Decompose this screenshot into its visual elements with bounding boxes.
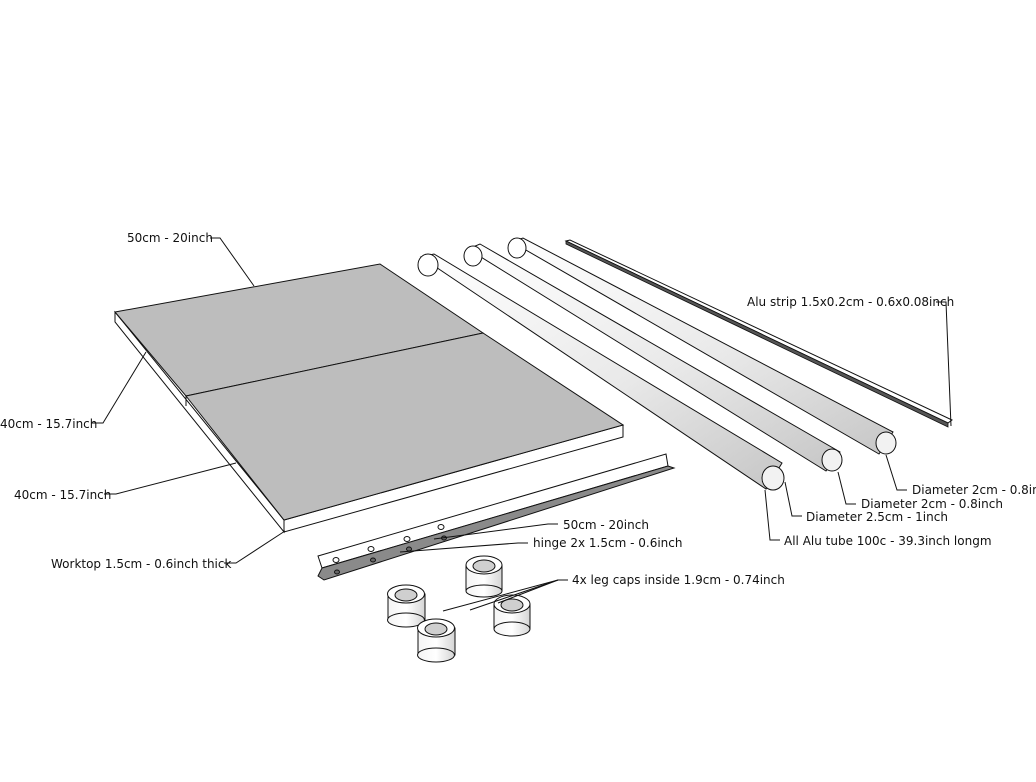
alu-tube-2 — [463, 243, 843, 472]
label-alu-strip: Alu strip 1.5x0.2cm - 0.6x0.08inch — [747, 295, 954, 309]
label-board-depth-2: 40cm - 15.7inch — [14, 488, 111, 502]
label-board-depth-1: 40cm - 15.7inch — [0, 417, 97, 431]
label-tube-diameter-c: Diameter 2.5cm - 1inch — [806, 510, 948, 524]
label-tube-length: All Alu tube 100c - 39.3inch longm — [784, 534, 992, 548]
leg-cap-3 — [493, 594, 531, 637]
label-tube-diameter-b: Diameter 2cm - 0.8inch — [861, 497, 1003, 511]
tube-3-end — [875, 431, 897, 455]
leg-cap-2 — [387, 584, 426, 628]
leg-cap-1 — [465, 555, 503, 598]
label-tube-diameter-a: Diameter 2cm - 0.8inch — [912, 483, 1036, 497]
label-hinge: hinge 2x 1.5cm - 0.6inch — [533, 536, 682, 550]
label-board-width: 50cm - 20inch — [127, 231, 213, 245]
worktop-board — [114, 263, 625, 534]
dimension-labels: 50cm - 20inch 40cm - 15.7inch 40cm - 15.… — [0, 231, 1036, 587]
tube-1-end — [761, 465, 785, 491]
alu-strip — [564, 239, 953, 428]
label-hinge-length: 50cm - 20inch — [563, 518, 649, 532]
alu-tube-1 — [417, 253, 785, 491]
leg-cap-4 — [417, 618, 456, 663]
hinge-holes — [332, 524, 447, 575]
tube-2-end — [821, 448, 843, 472]
leader-lines — [92, 237, 952, 612]
label-leg-caps: 4x leg caps inside 1.9cm - 0.74inch — [572, 573, 785, 587]
worktop-top-front-panel — [185, 332, 625, 521]
label-worktop: Worktop 1.5cm - 0.6inch thick — [51, 557, 231, 571]
alu-tube-3 — [507, 237, 897, 455]
